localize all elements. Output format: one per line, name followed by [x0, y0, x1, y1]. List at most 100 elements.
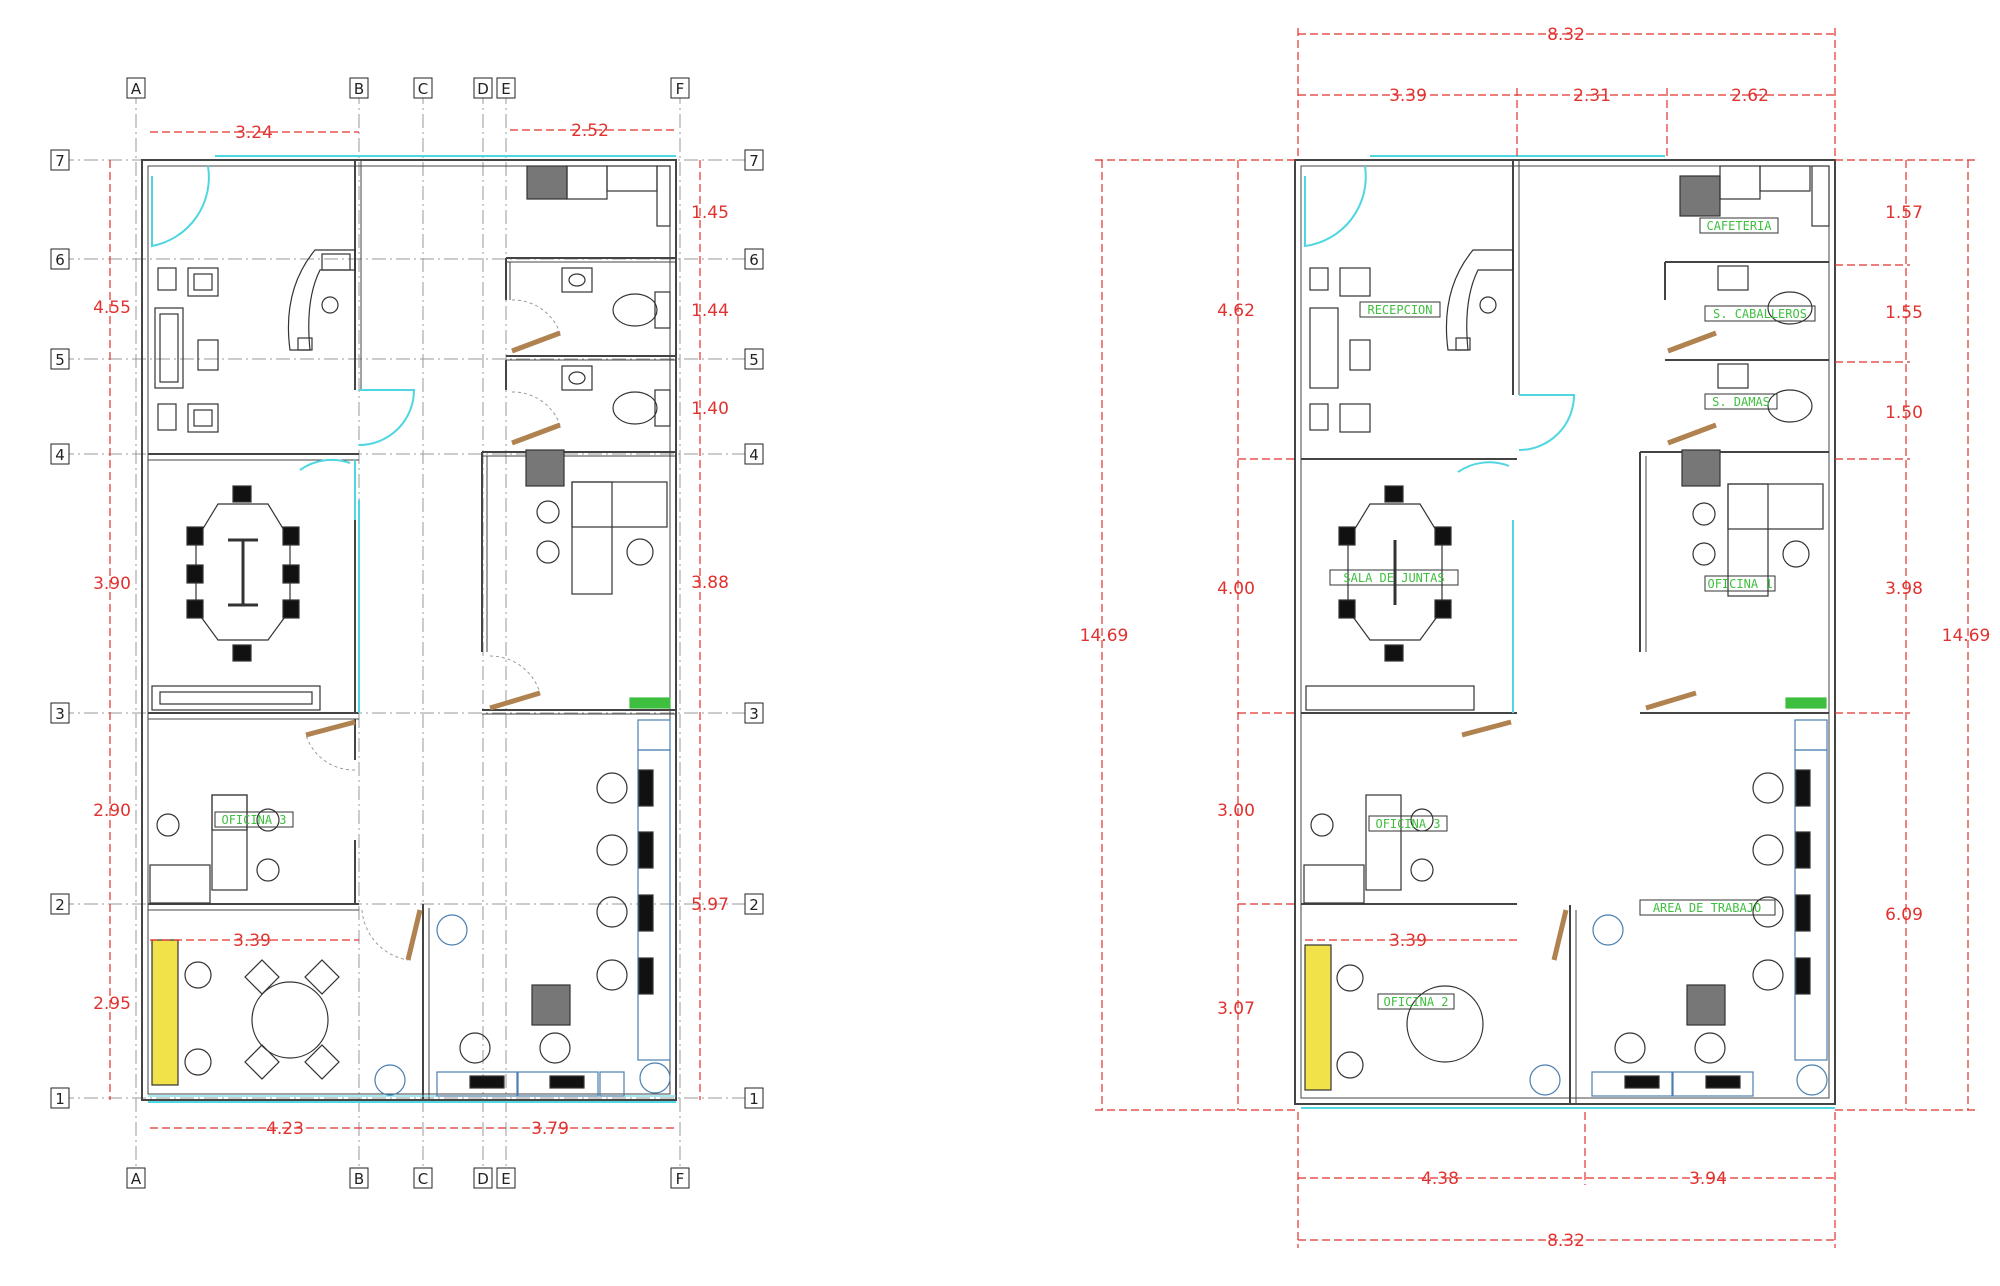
grid-col-f-top: F	[670, 77, 690, 99]
credenza-icon	[151, 685, 321, 711]
grid-row-5-right-label: 5	[749, 351, 759, 369]
grid-row-4-right-label: 4	[749, 446, 759, 464]
left-room-label-oficina3: OFICINA 3	[221, 813, 286, 827]
sofa-icon	[154, 307, 184, 389]
planter-icon	[629, 697, 671, 709]
grid-row-1-right-label: 1	[749, 1090, 759, 1108]
right-floor-plan: CAFETERIA RECEPCION S. CABALLEROS S. DAM…	[1080, 25, 1991, 1251]
sink-icon	[561, 267, 593, 293]
workstation-bottom-desk-icon	[436, 1071, 518, 1097]
room-label-damas: S. DAMAS	[1712, 395, 1770, 409]
left-walls	[141, 159, 677, 1101]
left-dim-bottom-c-f: 3.79	[531, 1119, 569, 1139]
grid-col-a-top: A	[126, 77, 146, 99]
left-dim-right-6-5: 1.44	[691, 301, 729, 321]
right-dim-top-seg1: 3.39	[1389, 86, 1427, 106]
grid-col-d-bottom: D	[473, 1167, 493, 1189]
armchair-icon	[157, 267, 177, 291]
cafeteria-counter-icon	[526, 165, 568, 200]
left-dim-left-2-1: 2.95	[93, 994, 131, 1014]
right-dim-top-seg3: 2.62	[1731, 86, 1769, 106]
right-dim-right-seg5: 6.09	[1885, 905, 1923, 925]
room-label-oficina3: OFICINA 3	[1375, 817, 1440, 831]
toilet-2-icon	[612, 391, 658, 425]
office3-door-panel-icon	[305, 719, 356, 738]
office2-armchair-icon	[184, 961, 212, 989]
entry-door-icon	[151, 165, 210, 248]
left-dimension-lines	[109, 129, 701, 1129]
grid-col-e-bottom: E	[496, 1167, 516, 1189]
grid-row-6-right-label: 6	[749, 251, 759, 269]
left-floor-plan: A B C D E F A B C D E F 7 6 5 4 3 2 1 7	[50, 77, 764, 1189]
right-meeting-door-icon	[1457, 461, 1510, 473]
left-doors	[151, 165, 561, 961]
coffee-table-icon	[197, 339, 219, 371]
right-dim-right-total: 14.69	[1942, 626, 1991, 646]
grid-col-b-bottom: B	[349, 1167, 369, 1189]
grid-col-c-bottom: C	[413, 1167, 433, 1189]
left-grid-column-markers-bottom: A B C D E F	[126, 1167, 690, 1189]
grid-col-a-label: A	[131, 80, 142, 98]
right-dim-top-total: 8.32	[1547, 25, 1585, 45]
grid-col-c-bottom-label: C	[418, 1170, 428, 1188]
grid-col-c-top: C	[413, 77, 433, 99]
grid-col-a-bottom-label: A	[131, 1170, 142, 1188]
right-dim-left-seg2: 4.00	[1217, 579, 1255, 599]
grid-col-f-bottom: F	[670, 1167, 690, 1189]
right-room-labels: CAFETERIA RECEPCION S. CABALLEROS S. DAM…	[1329, 217, 1816, 1010]
grid-row-2-label: 2	[55, 896, 65, 914]
grid-col-e-label: E	[501, 80, 510, 98]
left-dim-top-a-b: 3.24	[235, 123, 273, 143]
left-dim-right-4-3: 3.88	[691, 573, 729, 593]
right-dim-left-seg3: 3.00	[1217, 801, 1255, 821]
grid-row-7-right-label: 7	[749, 152, 759, 170]
grid-row-3-right-label: 3	[749, 705, 759, 723]
office1-column-icon	[525, 449, 565, 487]
office3-chair-icon	[156, 813, 180, 837]
room-label-oficina1: OFICINA 1	[1707, 577, 1772, 591]
workstation-chair-icon	[596, 772, 628, 804]
left-room-oficina3-tag: OFICINA 3	[214, 811, 294, 828]
right-reception-door-icon	[1518, 394, 1576, 451]
right-walls	[1294, 159, 1836, 1105]
grid-row-2-right-label: 2	[749, 896, 759, 914]
grid-col-b-top: B	[349, 77, 369, 99]
grid-col-e-bottom-label: E	[501, 1170, 510, 1188]
right-entry-door-icon	[1304, 165, 1367, 248]
meeting-table-icon	[195, 503, 291, 641]
left-dim-bottom-a-c: 4.23	[266, 1119, 304, 1139]
left-dim-right-5-4: 1.40	[691, 399, 729, 419]
left-grid-row-markers-right: 7 6 5 4 3 2 1	[744, 149, 764, 1109]
office2-door-panel-icon	[405, 909, 423, 961]
grid-row-6-label: 6	[55, 251, 65, 269]
right-dim-left-total: 14.69	[1080, 626, 1129, 646]
right-dim-right-seg4: 3.98	[1885, 579, 1923, 599]
restroom-door-panel-icon	[511, 330, 561, 354]
room-label-oficina2: OFICINA 2	[1383, 995, 1448, 1009]
toilet-icon	[612, 293, 658, 327]
right-dim-right-seg3: 1.50	[1885, 403, 1923, 423]
reception-chair-icon	[321, 296, 339, 314]
right-dim-bottom-seg2: 3.94	[1689, 1169, 1727, 1189]
office1-desk-icon	[571, 481, 668, 528]
room-label-cafeteria: CAFETERIA	[1706, 219, 1772, 233]
grid-row-7-label: 7	[55, 152, 65, 170]
grid-col-f-label: F	[676, 80, 685, 98]
sink-2-icon	[561, 365, 593, 391]
left-dimension-labels: 3.24 2.52 4.55 3.90 2.90 2.95 1.45 1.44 …	[93, 121, 729, 1139]
left-dim-left-4-3: 3.90	[93, 574, 131, 594]
room-label-recepcion: RECEPCION	[1367, 303, 1432, 317]
grid-col-f-bottom-label: F	[676, 1170, 685, 1188]
restroom-door-panel-2-icon	[511, 422, 561, 446]
office1-chair-icon	[536, 500, 560, 524]
meeting-chair-icon	[232, 485, 252, 503]
right-dim-bottom-total: 8.32	[1547, 1231, 1585, 1251]
right-dimension-lines	[1095, 28, 1975, 1248]
right-dimension-labels: 8.32 3.39 2.31 2.62 14.69 4.62 4.00 3.00…	[1080, 25, 1991, 1251]
right-dim-oficina2-width: 3.39	[1389, 931, 1427, 951]
right-dim-right-seg2: 1.55	[1885, 303, 1923, 323]
left-dim-right-7-6: 1.45	[691, 203, 729, 223]
office2-shelf-icon	[151, 939, 179, 1086]
